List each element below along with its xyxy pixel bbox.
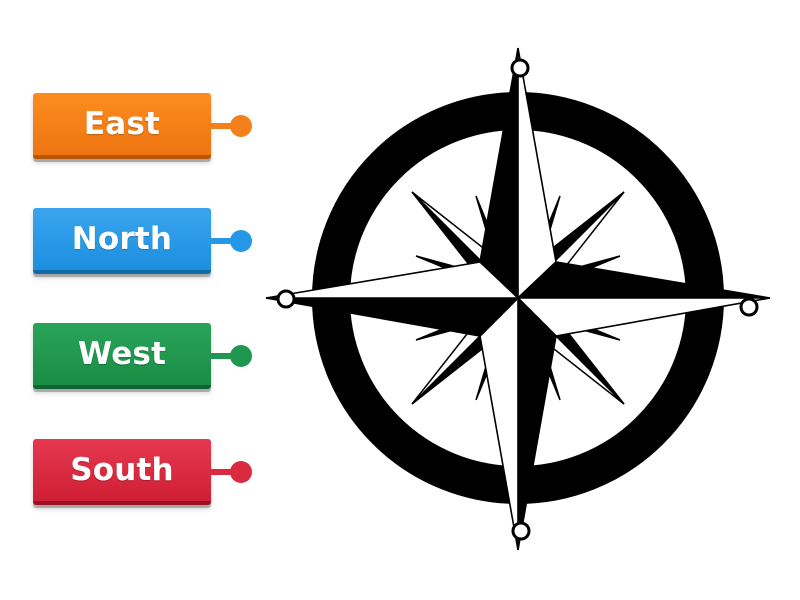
drop-point-left[interactable] (276, 289, 296, 309)
label-text-west: West (77, 336, 167, 372)
connector-north[interactable] (211, 208, 252, 274)
drop-point-bottom[interactable] (511, 521, 531, 541)
drop-point-right[interactable] (739, 297, 759, 317)
label-tile-west[interactable]: West (33, 323, 211, 389)
connector-south[interactable] (211, 439, 252, 505)
compass-major-points (265, 47, 771, 551)
drop-point-top[interactable] (510, 58, 530, 78)
connector-knob-east[interactable] (230, 115, 252, 137)
label-tile-east[interactable]: East (33, 93, 211, 159)
compass-rose-icon (265, 47, 771, 551)
connector-knob-south[interactable] (230, 461, 252, 483)
label-text-east: East (83, 106, 161, 142)
connector-east[interactable] (211, 93, 252, 159)
label-text-north: North (71, 221, 173, 257)
connector-west[interactable] (211, 323, 252, 389)
label-tile-south[interactable]: South (33, 439, 211, 505)
connector-knob-west[interactable] (230, 345, 252, 367)
label-tile-north[interactable]: North (33, 208, 211, 274)
connector-knob-north[interactable] (230, 230, 252, 252)
label-text-south: South (70, 452, 174, 488)
